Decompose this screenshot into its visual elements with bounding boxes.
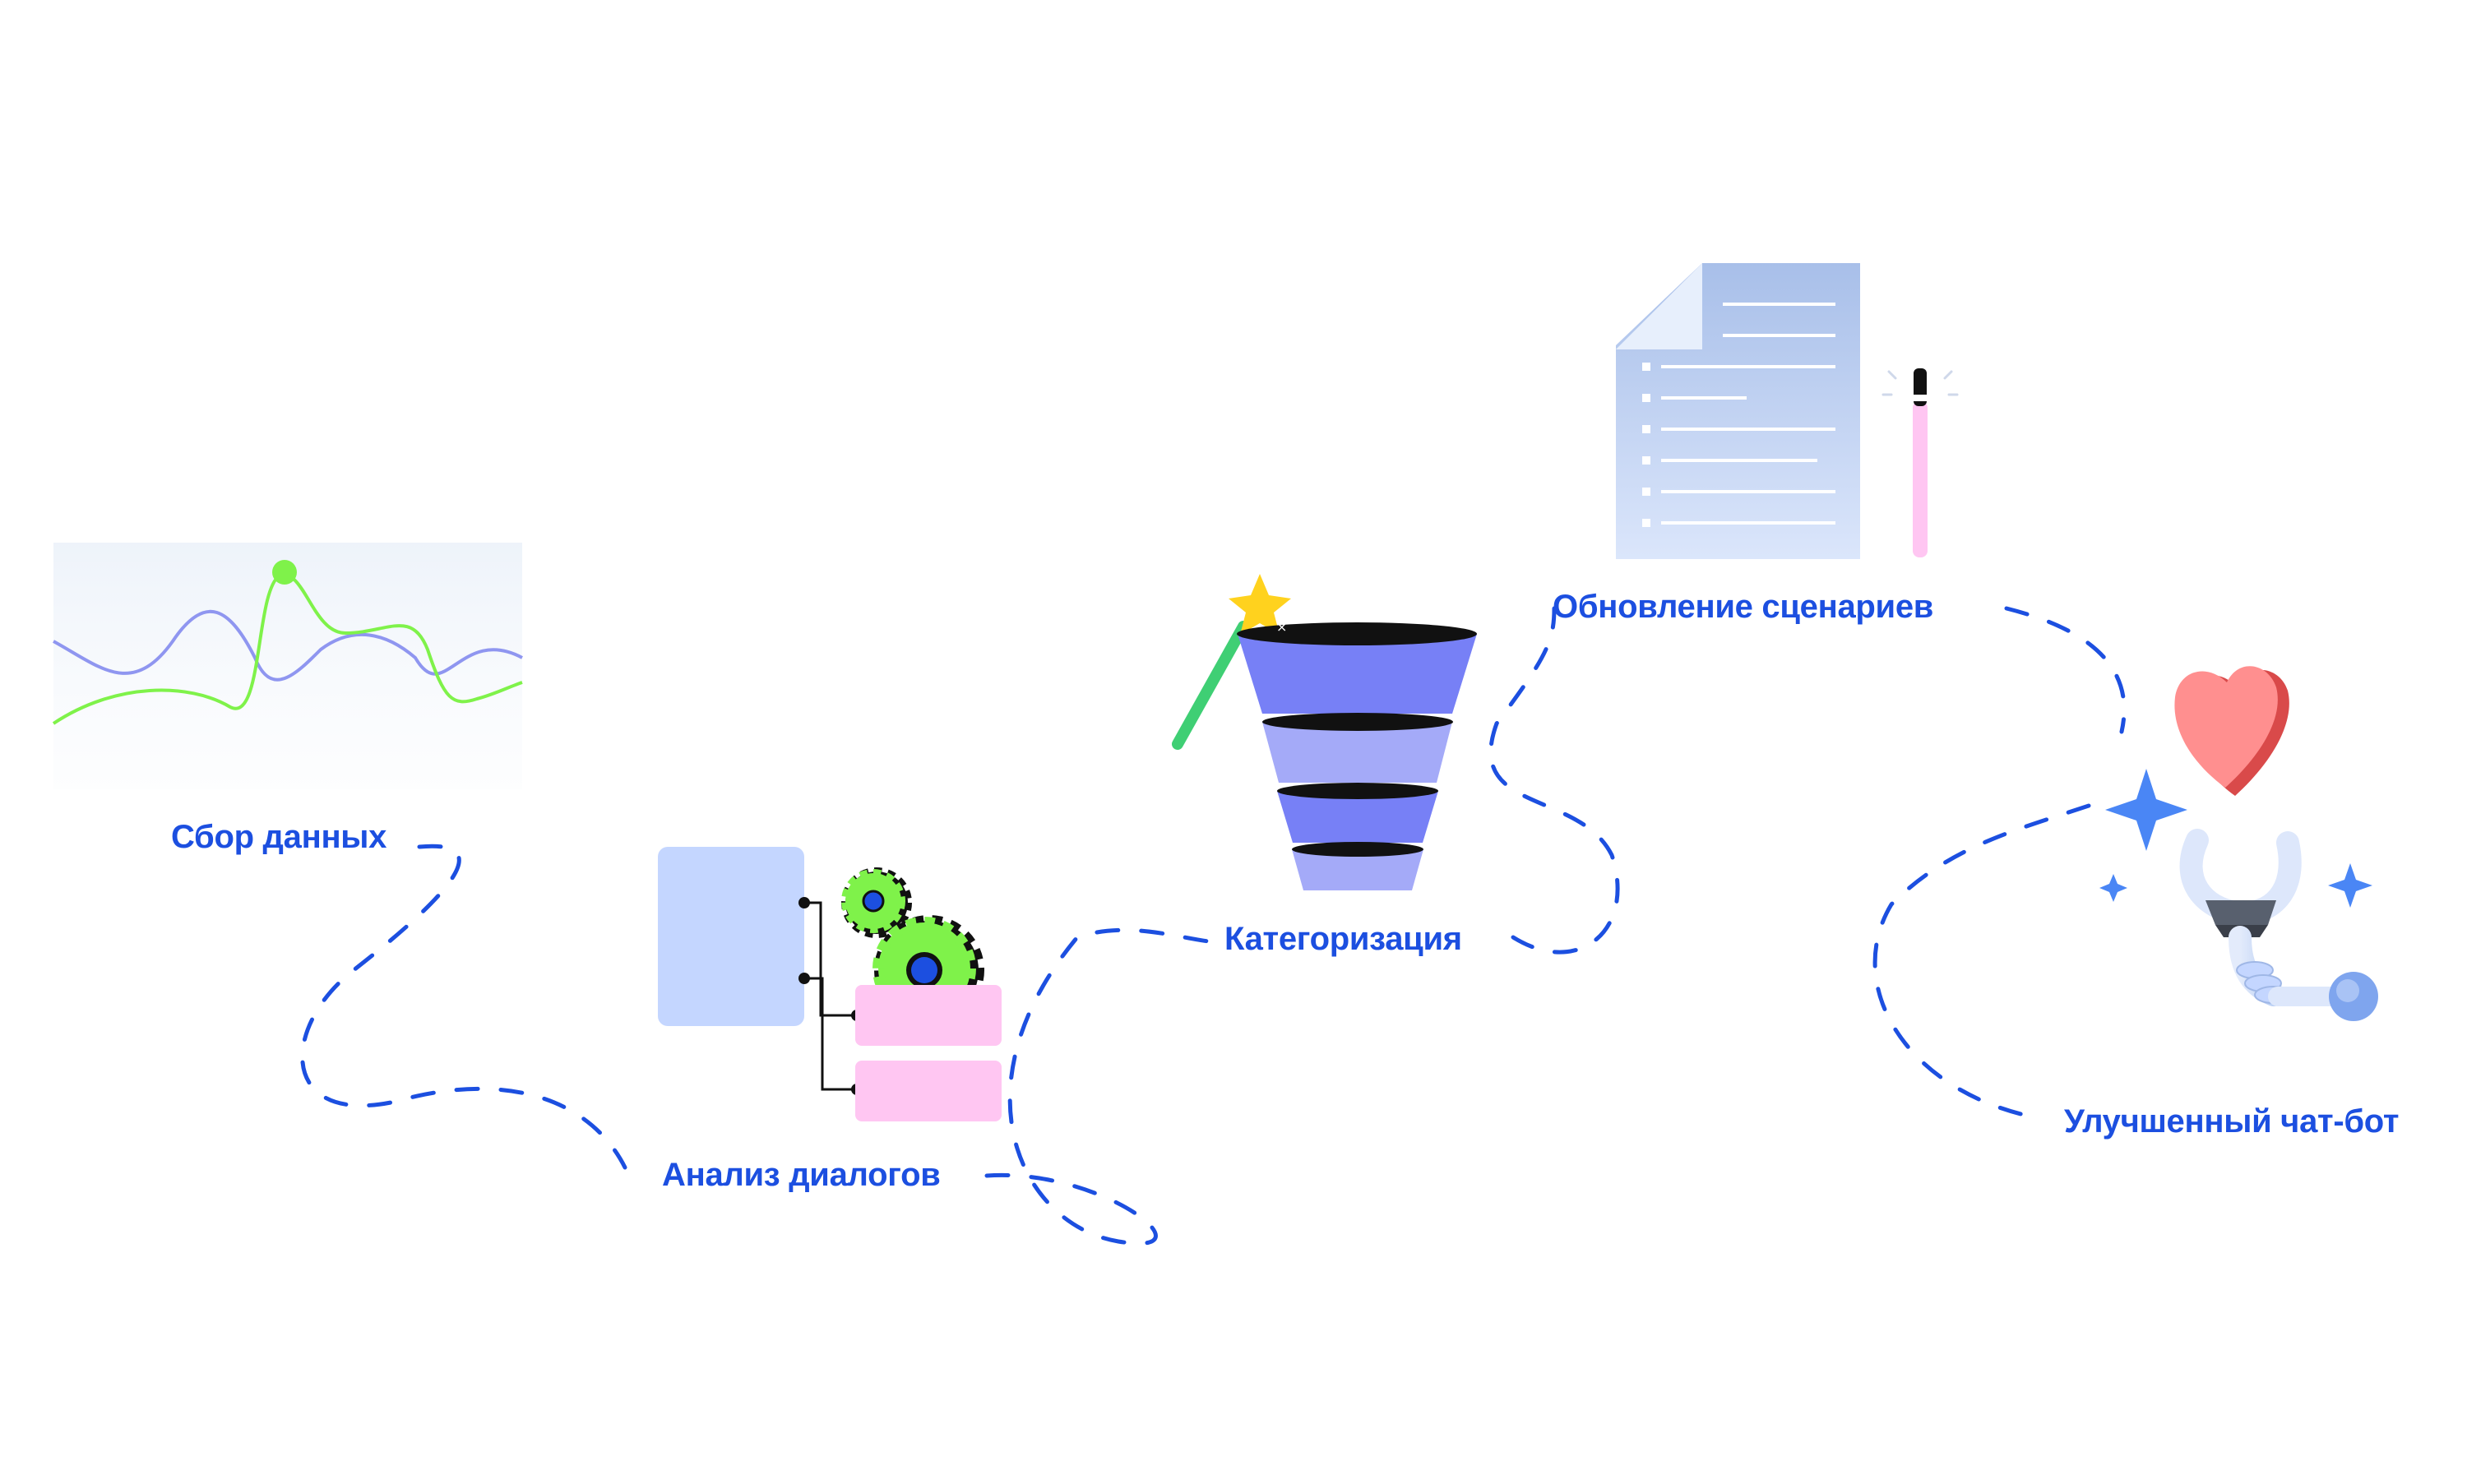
chart-peak-dot	[272, 560, 297, 585]
sparkle-small-icon	[2099, 874, 2127, 902]
small-gear-icon	[841, 867, 912, 938]
step-label-analyze: Анализ диалогов	[662, 1157, 941, 1193]
step-label-update: Обновление сценариев	[1553, 589, 1934, 625]
sparkle-medium-icon	[2328, 863, 2372, 908]
funnel-wand-icon: ×	[1172, 574, 1477, 890]
line-chart-icon	[52, 543, 523, 789]
database-gears-icon	[658, 847, 1002, 1121]
heart-icon	[2174, 666, 2289, 796]
step-label-improve: Улучшенный чат-бот	[2064, 1103, 2400, 1140]
step-label-collect: Сбор данных	[171, 819, 387, 855]
wand-star-icon	[1229, 574, 1291, 635]
svg-text:×: ×	[1276, 619, 1287, 635]
document-lines	[1661, 303, 1835, 525]
pen-icon	[1881, 368, 1959, 557]
robot-arm-heart-icon	[2099, 666, 2378, 1021]
sparkle-large-icon	[2105, 769, 2187, 851]
magic-wand	[1172, 621, 1249, 750]
document-pen-icon	[1616, 263, 1959, 559]
step-label-categorize: Категоризация	[1224, 921, 1462, 957]
process-path	[300, 606, 2127, 1246]
